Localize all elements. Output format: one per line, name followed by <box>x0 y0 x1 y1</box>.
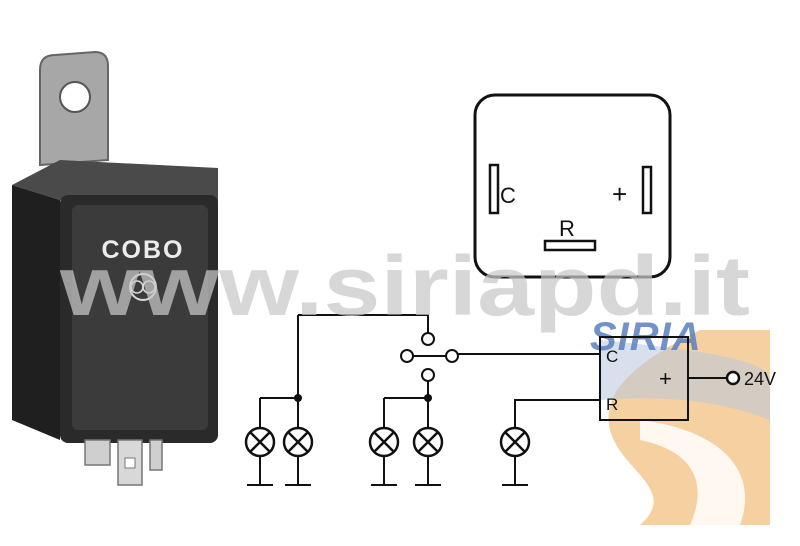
switch-contact-left <box>400 349 414 363</box>
pinout-label-plus: + <box>612 179 627 209</box>
lamp-1 <box>244 426 276 458</box>
junction-dots <box>294 394 432 402</box>
pinout-diagram: C + R <box>473 93 672 279</box>
lamp-group <box>244 426 531 458</box>
switch-contact-bottom <box>421 368 435 382</box>
pinout-pin-plus <box>641 165 653 215</box>
website-watermark: www.siriapd.it <box>59 239 750 333</box>
circuit-label-r: R <box>606 395 618 414</box>
relay-photo: COBO <box>12 50 218 486</box>
lamp-2 <box>282 426 314 458</box>
relay-pin-left <box>84 439 111 466</box>
pinout-pin-r <box>543 239 597 252</box>
lamp-4 <box>412 426 444 458</box>
relay-body-side <box>12 185 60 440</box>
lamp-5 <box>499 426 531 458</box>
wiring-diagram <box>259 314 727 485</box>
pinout-pin-c <box>488 163 500 215</box>
pinout-label-r: R <box>559 216 575 241</box>
pinout-housing <box>473 93 672 279</box>
relay-logo-icon <box>129 273 157 301</box>
switch-contact-right <box>445 349 459 363</box>
mounting-hole <box>59 81 91 113</box>
relay-pin-right <box>149 439 163 471</box>
pinout-label-c: C <box>500 183 516 208</box>
switch-contact-top <box>421 332 435 346</box>
siria-swoosh <box>600 330 770 525</box>
supply-terminal <box>725 370 741 386</box>
flasher-module <box>599 336 689 421</box>
circuit-label-plus: + <box>659 366 672 391</box>
circuit-label-c: C <box>606 347 618 366</box>
changeover-switch <box>400 332 459 382</box>
relay-brand: COBO <box>102 236 185 264</box>
lamp-3 <box>368 426 400 458</box>
supply-voltage-label: 24V <box>744 369 776 389</box>
